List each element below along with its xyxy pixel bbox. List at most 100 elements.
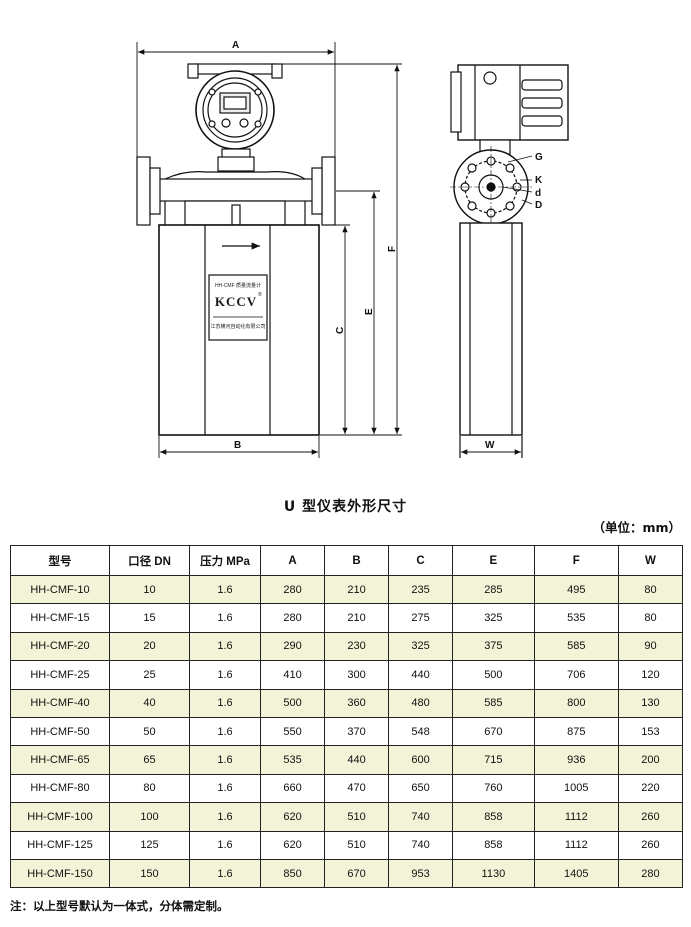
table-cell: 1.6: [189, 660, 261, 690]
table-cell: 260: [617, 830, 684, 860]
table-cell: 760: [452, 773, 535, 804]
table-cell: 325: [452, 603, 535, 633]
column-header: C: [388, 545, 454, 576]
table-cell: 210: [324, 574, 390, 605]
table-cell: HH-CMF-125: [10, 830, 110, 860]
table-cell: 120: [617, 660, 684, 690]
table-cell: 10: [109, 574, 190, 605]
table-cell: 25: [109, 660, 190, 690]
nameplate-brand-logo: KCCV: [215, 294, 257, 309]
table-cell: 660: [259, 773, 326, 804]
table-cell: HH-CMF-25: [10, 660, 110, 690]
table-cell: 858: [452, 830, 535, 860]
table-cell: 290: [259, 631, 326, 662]
table-cell: 850: [259, 858, 326, 889]
table-cell: 80: [617, 574, 684, 605]
column-header: A: [259, 545, 326, 576]
footnote: 注：以上型号默认为一体式，分体需定制。: [10, 899, 229, 913]
table-cell: HH-CMF-150: [10, 858, 110, 889]
table-cell: 210: [324, 603, 390, 633]
table-cell: 500: [452, 660, 535, 690]
table-cell: 740: [388, 830, 454, 860]
table-cell: HH-CMF-100: [10, 802, 110, 832]
column-header: 压力 MPa: [189, 545, 261, 576]
table-cell: HH-CMF-40: [10, 688, 110, 718]
dim-label-f: F: [387, 246, 398, 252]
table-cell: 260: [617, 802, 684, 832]
table-cell: 150: [109, 858, 190, 889]
dim-label-d-small: d: [535, 188, 541, 199]
table-cell: 153: [617, 716, 684, 747]
table-cell: 706: [533, 660, 619, 690]
column-header: W: [617, 545, 684, 576]
table-cell: 65: [109, 745, 190, 775]
table-cell: 300: [324, 660, 390, 690]
table-cell: 20: [109, 631, 190, 662]
table-cell: 325: [388, 631, 454, 662]
dimension-drawing: A B C E F W G K d D HH-CMF 质量流量计 KCCV ® …: [136, 40, 569, 458]
table-cell: 1405: [533, 858, 619, 889]
table-cell: 100: [109, 802, 190, 832]
table-cell: 285: [452, 574, 535, 605]
table-cell: 480: [388, 688, 454, 718]
table-cell: 40: [109, 688, 190, 718]
column-header: F: [533, 545, 619, 576]
table-cell: 620: [259, 830, 326, 860]
table-cell: 1.6: [189, 802, 261, 832]
table-cell: 90: [617, 631, 684, 662]
table-cell: 130: [617, 688, 684, 718]
table-cell: 1.6: [189, 574, 261, 605]
table-cell: 280: [259, 574, 326, 605]
table-cell: 670: [324, 858, 390, 889]
table-cell: 875: [533, 716, 619, 747]
table-cell: 650: [388, 773, 454, 804]
table-cell: 500: [259, 688, 326, 718]
table-cell: 230: [324, 631, 390, 662]
table-cell: 858: [452, 802, 535, 832]
table-cell: 1.6: [189, 716, 261, 747]
side-view: [450, 64, 569, 458]
dim-label-w: W: [485, 440, 495, 451]
table-cell: 360: [324, 688, 390, 718]
registered-mark: ®: [258, 291, 262, 298]
column-header: E: [452, 545, 535, 576]
table-cell: 410: [259, 660, 326, 690]
table-cell: 1112: [533, 802, 619, 832]
table-cell: 1.6: [189, 603, 261, 633]
dim-label-b: B: [234, 440, 241, 451]
table-cell: 280: [617, 858, 684, 889]
table-cell: 1.6: [189, 858, 261, 889]
table-cell: 620: [259, 802, 326, 832]
table-cell: 80: [109, 773, 190, 804]
dim-label-k: K: [535, 175, 543, 186]
dim-label-c: C: [335, 327, 346, 334]
table-cell: 1.6: [189, 830, 261, 860]
table-cell: 235: [388, 574, 454, 605]
table-cell: 1130: [452, 858, 535, 889]
dimension-lines: [136, 42, 402, 458]
table-cell: 535: [259, 745, 326, 775]
table-cell: 585: [452, 688, 535, 718]
table-cell: 550: [259, 716, 326, 747]
table-cell: 670: [452, 716, 535, 747]
table-cell: 800: [533, 688, 619, 718]
table-cell: 220: [617, 773, 684, 804]
table-cell: 50: [109, 716, 190, 747]
section-title: U 型仪表外形尺寸: [283, 499, 408, 515]
table-cell: HH-CMF-15: [10, 603, 110, 633]
table-cell: 510: [324, 830, 390, 860]
table-cell: 1112: [533, 830, 619, 860]
table-cell: 535: [533, 603, 619, 633]
table-cell: 715: [452, 745, 535, 775]
table-cell: HH-CMF-20: [10, 631, 110, 662]
table-cell: 15: [109, 603, 190, 633]
